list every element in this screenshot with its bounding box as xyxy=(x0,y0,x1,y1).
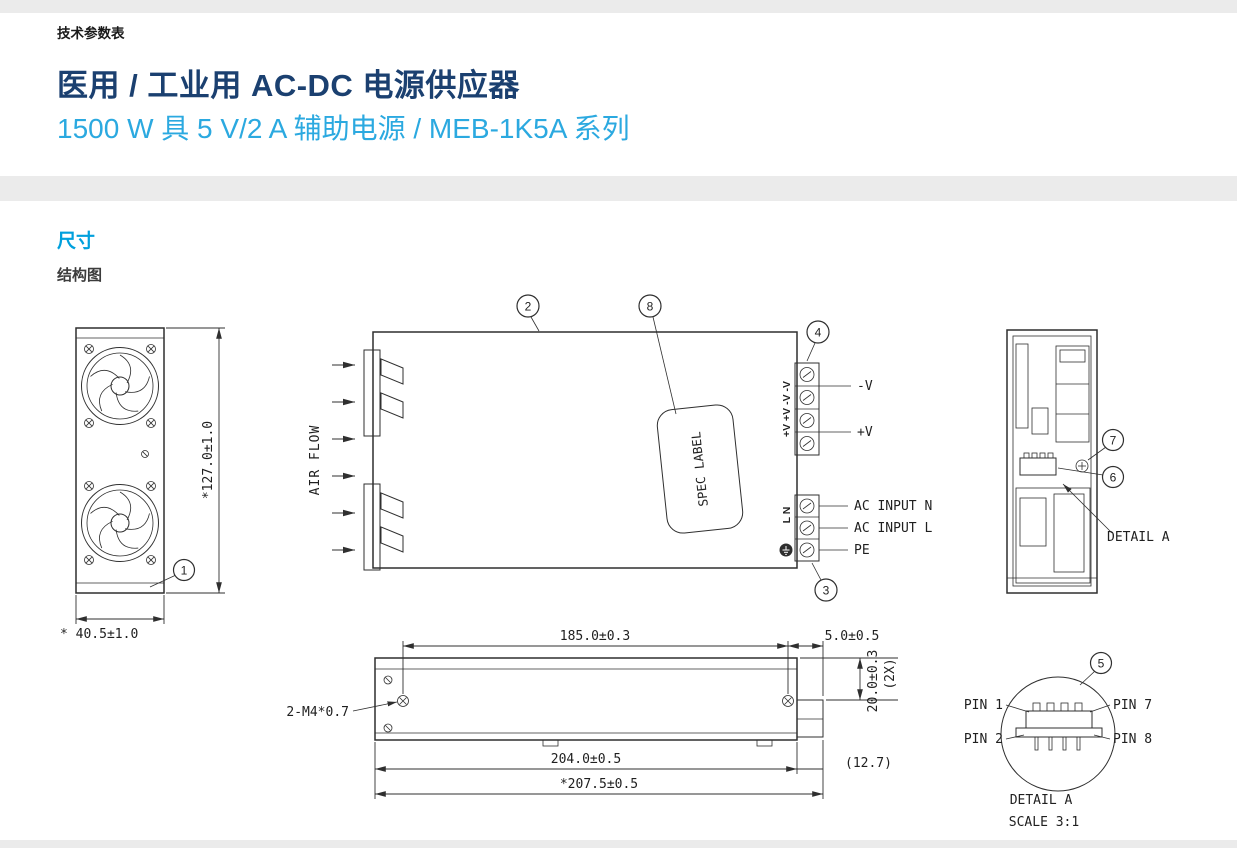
callout-2-number: 2 xyxy=(525,300,532,314)
air-flow-arrows xyxy=(332,361,355,554)
pin-labels: PIN 1 PIN 2 PIN 7 PIN 8 xyxy=(964,698,1152,747)
pe-label: PE xyxy=(854,543,870,558)
mechanical-drawing: *127.0±1.0 * 40.5±1.0 1 A xyxy=(60,294,1170,830)
callout-7-number: 7 xyxy=(1110,434,1117,448)
screw-icon xyxy=(84,481,156,565)
callout-8: 8 xyxy=(638,294,677,415)
connector-section xyxy=(1015,702,1103,751)
pin-7-label: PIN 7 xyxy=(1113,698,1152,713)
side-view: 7 6 DETAIL A xyxy=(1006,329,1170,594)
callout-5: 5 xyxy=(1079,651,1113,686)
callout-3: 3 xyxy=(811,562,838,602)
dim-12-7-label: (12.7) xyxy=(845,756,892,771)
spec-label-box: SPEC LABEL xyxy=(656,404,744,534)
fan-opening xyxy=(363,349,404,437)
detail-a-scale: SCALE 3:1 xyxy=(1009,815,1079,830)
figure-title-structure: 结构图 xyxy=(57,267,103,284)
dim-20: 20.0±0.3 (2X) xyxy=(800,650,898,713)
page-bottom-strip xyxy=(0,840,1237,848)
pin-2-label: PIN 2 xyxy=(964,732,1003,747)
screw-icon xyxy=(141,450,149,458)
callout-5-number: 5 xyxy=(1098,657,1105,671)
front-width-dim-label: * 40.5±1.0 xyxy=(60,627,138,642)
front-height-dim-label: *127.0±1.0 xyxy=(201,421,216,499)
dim-5-label: 5.0±0.5 xyxy=(825,629,880,644)
dim-207-label: *207.5±0.5 xyxy=(560,777,638,792)
detail-a-view: PIN 1 PIN 2 PIN 7 PIN 8 5 DETAIL A SCALE… xyxy=(964,651,1152,830)
screw-spec-label: 2-M4*0.7 xyxy=(286,705,349,720)
output-terminal-block: +V +V -V -V -V +V xyxy=(781,362,873,456)
page-title: 医用 / 工业用 AC-DC 电源供应器 xyxy=(57,68,520,103)
callout-6: 6 xyxy=(1057,465,1125,489)
callout-4-number: 4 xyxy=(815,326,822,340)
dim-20-qty-label: (2X) xyxy=(883,658,898,689)
screw-spec: 2-M4*0.7 xyxy=(286,701,398,720)
dim-207: *207.5±0.5 xyxy=(375,740,824,799)
callout-4: 4 xyxy=(806,320,830,362)
page-top-strip xyxy=(0,0,1237,13)
fan-icon xyxy=(81,484,159,562)
output-neg-label: -V xyxy=(857,379,873,394)
ac-input-l-label: AC INPUT L xyxy=(854,521,932,536)
front-view: *127.0±1.0 * 40.5±1.0 1 xyxy=(60,327,225,642)
top-view: AIR FLOW SPEC LABEL 2 8 xyxy=(308,294,932,602)
terminal-protrusion xyxy=(796,699,824,738)
fan-opening xyxy=(363,483,404,571)
callout-1: 1 xyxy=(149,558,196,588)
front-height-dimension: *127.0±1.0 xyxy=(166,327,225,594)
screw-icon xyxy=(383,675,794,733)
air-flow-label: AIR FLOW xyxy=(308,425,323,496)
bottom-view: 185.0±0.3 5.0±0.5 20.0±0.3 (2X) 204.0±0.… xyxy=(286,629,898,799)
detail-a-title: DETAIL A xyxy=(1010,793,1073,808)
fan-icon xyxy=(81,347,159,425)
dim-185-label: 185.0±0.3 xyxy=(560,629,630,644)
screw-icon xyxy=(84,344,156,428)
section-divider-band xyxy=(0,176,1237,201)
output-pos-label: +V xyxy=(857,425,873,440)
callout-8-number: 8 xyxy=(647,300,654,314)
callout-1-number: 1 xyxy=(181,564,188,578)
detail-a-side-label: DETAIL A xyxy=(1107,530,1170,545)
dim-204-label: 204.0±0.5 xyxy=(551,752,621,767)
pin-8-label: PIN 8 xyxy=(1113,732,1152,747)
ground-symbol-icon xyxy=(779,543,793,557)
callout-2: 2 xyxy=(516,294,540,332)
callout-3-number: 3 xyxy=(823,584,830,598)
dim-12-7: (12.7) xyxy=(797,756,892,771)
spec-label-text: SPEC LABEL xyxy=(688,431,711,507)
dim-20-label: 20.0±0.3 xyxy=(866,650,881,713)
ac-input-n-label: AC INPUT N xyxy=(854,499,932,514)
input-terminal-block: L N AC INPUT N AC INPUT L PE xyxy=(779,494,932,562)
pin-1-label: PIN 1 xyxy=(964,698,1003,713)
callout-7: 7 xyxy=(1087,428,1125,461)
detail-a-pointer: DETAIL A xyxy=(1062,483,1170,545)
input-terminal-label: L N xyxy=(781,507,793,524)
side-view-internal xyxy=(1007,343,1097,584)
section-title-dimensions: 尺寸 xyxy=(57,231,96,252)
front-width-dimension: * 40.5±1.0 xyxy=(60,595,165,642)
dim-185: 185.0±0.3 xyxy=(402,629,789,694)
output-terminal-label: +V +V -V -V xyxy=(781,381,793,437)
dim-5: 5.0±0.5 xyxy=(788,629,879,696)
breadcrumb: 技术参数表 xyxy=(57,26,125,41)
callout-6-number: 6 xyxy=(1110,471,1117,485)
page-subtitle: 1500 W 具 5 V/2 A 辅助电源 / MEB-1K5A 系列 xyxy=(57,113,630,144)
